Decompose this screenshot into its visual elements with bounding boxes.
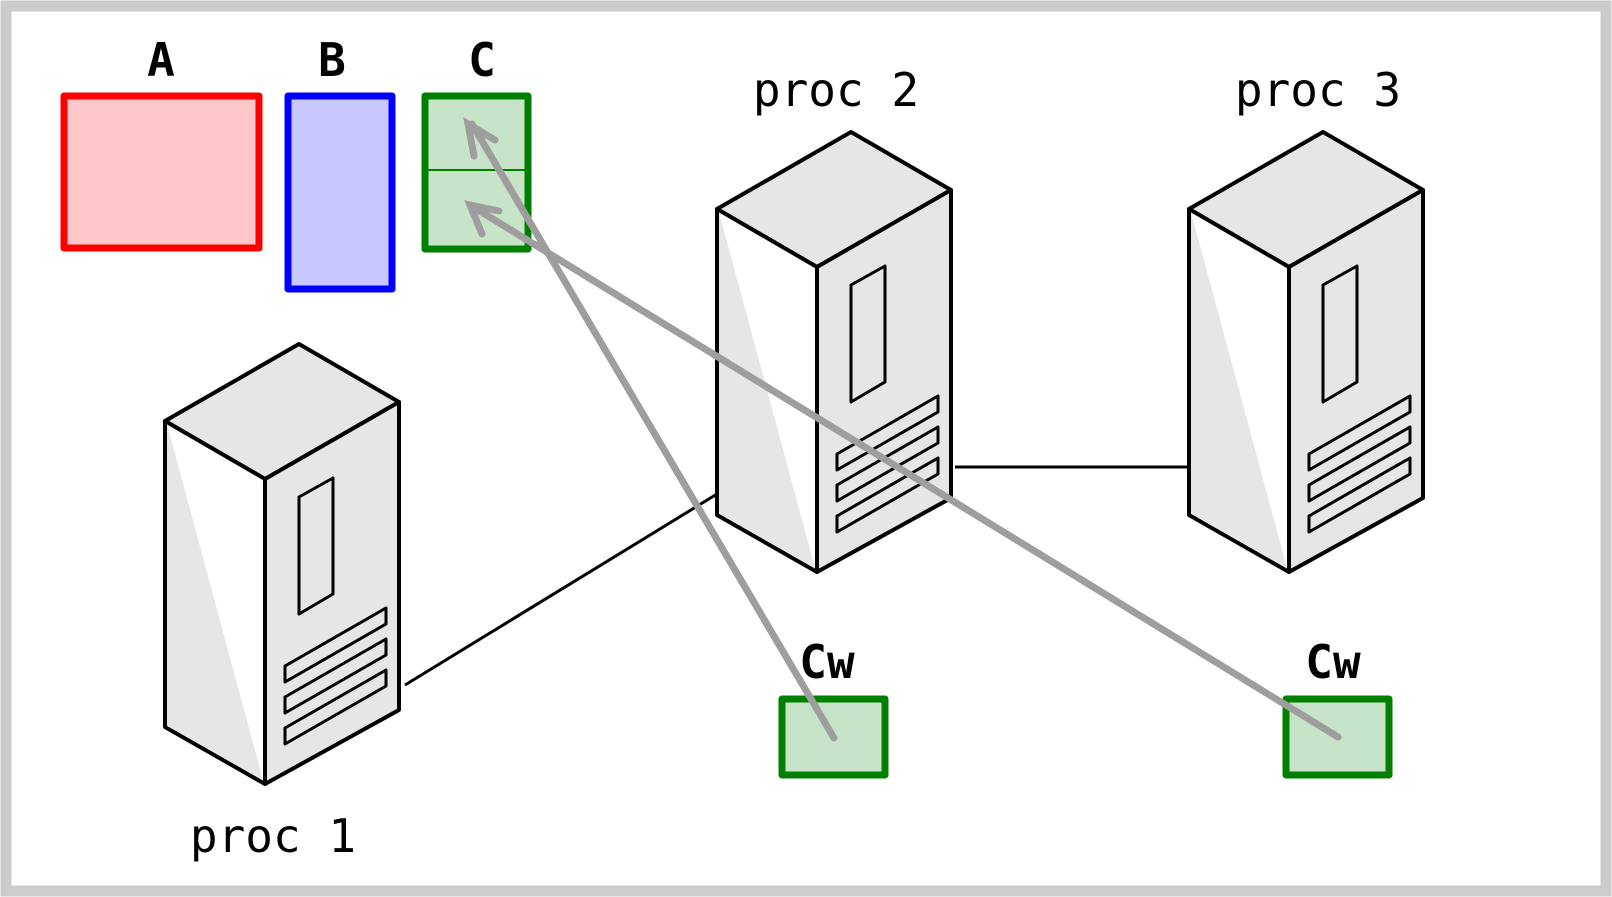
- server-proc3-icon: [1187, 130, 1425, 574]
- server-proc1-icon: [163, 342, 401, 786]
- arrow-cw-proc2-to-c: [463, 117, 838, 742]
- arrow-cw-proc3-to-c: [464, 200, 1342, 741]
- server-proc2-icon: [715, 130, 953, 574]
- cw-proc3-label: Cw: [1305, 635, 1361, 689]
- matrix-b: [284, 92, 396, 293]
- matrix-b-label: B: [318, 33, 346, 87]
- link-proc1-proc2: [404, 492, 718, 687]
- matrix-a-label: A: [147, 33, 175, 87]
- matrix-c-label: C: [468, 33, 496, 87]
- cw-proc2-label: Cw: [799, 635, 855, 689]
- proc1-label: proc 1: [190, 809, 356, 863]
- proc3-label: proc 3: [1235, 63, 1401, 117]
- matrix-a: [60, 92, 263, 252]
- proc2-label: proc 2: [753, 63, 919, 117]
